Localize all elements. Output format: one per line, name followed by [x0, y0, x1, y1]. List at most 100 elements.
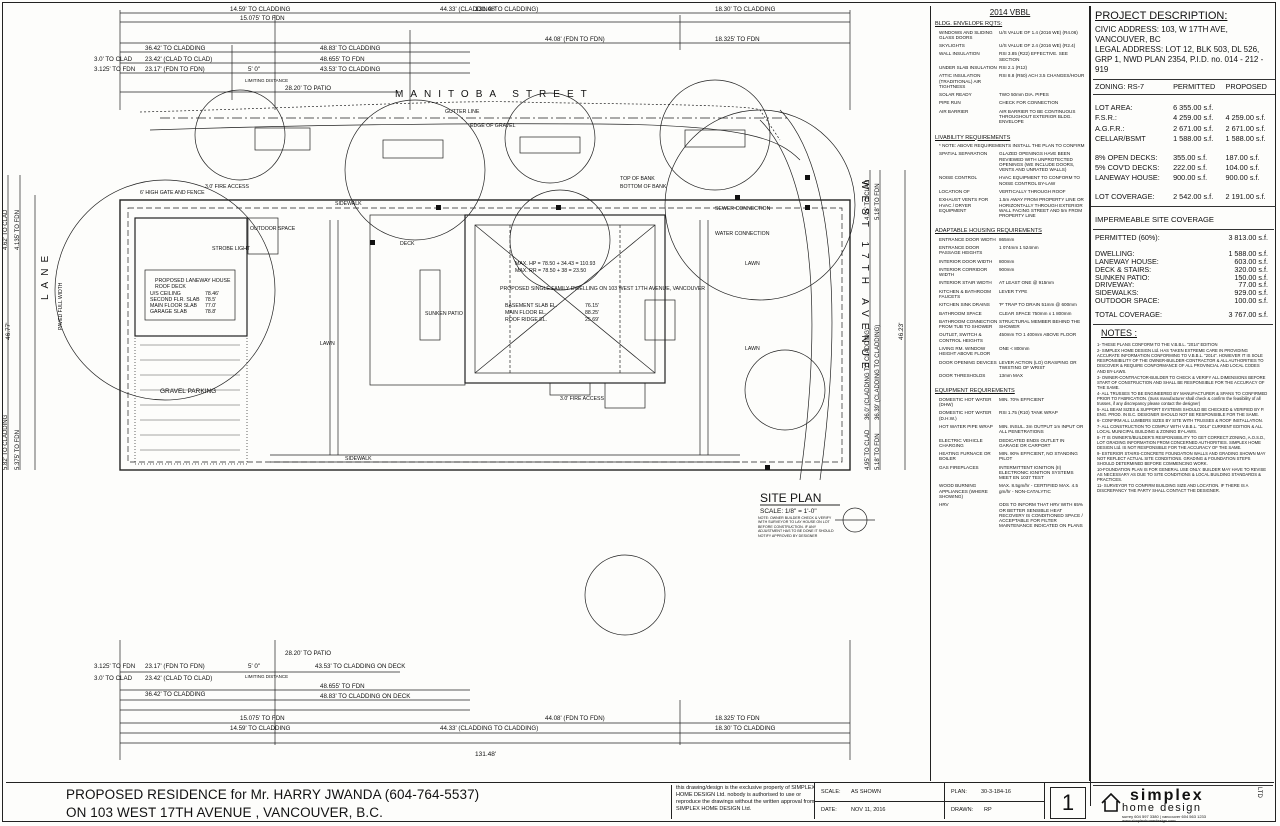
- scale-label: SCALE:: [821, 789, 841, 795]
- list-item: DWELLING:1 588.00 s.f.: [1095, 248, 1268, 258]
- lw-item-1: U/S CEILING: [150, 291, 181, 297]
- paved-label: PAVED FULL WIDTH: [58, 282, 64, 330]
- vbbl-equipment-title: EQUIPMENT REQUIREMENTS: [935, 388, 1015, 395]
- limiting-distance-top: LIMITING DISTANCE: [245, 78, 288, 83]
- dim-bot-18fdn: 18.325' TO FDN: [715, 715, 760, 722]
- top-bank-label: TOP OF BANK: [620, 176, 655, 182]
- brand-ltd: LTD: [1256, 787, 1262, 798]
- date-value: NOV 11, 2016: [851, 807, 886, 813]
- table-row: F.S.R.:4 259.00 s.f.4 259.00 s.f.: [1095, 113, 1266, 123]
- list-item: DRIVEWAY:77.00 s.f.: [1095, 280, 1268, 290]
- sidewalk-label-1: SIDEWALK: [335, 201, 362, 207]
- proposed-header: PROPOSED: [1223, 78, 1275, 96]
- dim-bot-48deck: 48.83' TO CLADDING ON DECK: [320, 693, 411, 700]
- impermeable-section: IMPERMEABLE SITE COVERAGE PERMITTED (60%…: [1091, 206, 1276, 319]
- civic-address: CIVIC ADDRESS: 103, W 17TH AVE, VANCOUVE…: [1095, 24, 1228, 44]
- water-label: WATER CONNECTION: [715, 231, 770, 237]
- street-west-17th: WEST 17TH AVENUE: [859, 180, 870, 375]
- edge-gravel-label: EDGE OF GRAVEL: [470, 123, 516, 129]
- plan-label: PLAN:: [951, 789, 967, 795]
- company-logo: simplex LTD home design surrey 604 597 3…: [1096, 785, 1276, 823]
- max-rr: MAX. RR = 78.50 + 38 = 23.50: [515, 268, 586, 274]
- brand-contacts: surrey 604 597 3380 | vancouver 604 563 …: [1122, 814, 1206, 819]
- lawn-label-1: LAWN: [320, 341, 335, 347]
- drawing-title: PROPOSED RESIDENCE for Mr. HARRY JWANDA …: [66, 786, 479, 822]
- note-item: 2- SIMPLEX HOME DESIGN Ltd. HAS TAKEN EX…: [1097, 348, 1264, 374]
- dim-top-total: 131.48': [475, 6, 496, 13]
- dim-left-total: 46.77': [5, 322, 12, 340]
- copyright-note: this drawing/design is the exclusive pro…: [671, 785, 816, 819]
- dim-top-cladding-mid: 44.33' (CLADDING TO CLADDING): [440, 6, 538, 13]
- dim-bot-48fdn: 48.655' TO FDN: [320, 683, 365, 690]
- title-line-1: PROPOSED RESIDENCE for Mr. HARRY JWANDA …: [66, 787, 480, 802]
- table-row: LOT COVERAGE:2 542.00 s.f.2 191.00 s.f.: [1095, 191, 1266, 201]
- dim-top-3fdn: 3.125' TO FDN: [94, 66, 135, 73]
- dim-bot-43: 43.53' TO CLADDING ON DECK: [315, 663, 406, 670]
- dim-right-total: 46.23': [898, 322, 905, 340]
- roof-ridge-label: ROOF RIDGE EL.: [505, 317, 547, 323]
- dim-top-48: 48.83' TO CLADDING: [320, 45, 381, 52]
- dim-bot-44fdn: 44.08' (FDN TO FDN): [545, 715, 605, 722]
- project-title: PROJECT DESCRIPTION:: [1095, 10, 1228, 22]
- max-hp: MAX. HP = 78.50 + 34.43 = 110.93: [515, 261, 596, 267]
- dim-top-23clad: 23.42' (CLAD TO CLAD): [145, 56, 212, 63]
- dim-left-fdn: 4.135' TO FDN: [15, 210, 21, 250]
- dim-bot-5ft: 5' 0": [248, 663, 260, 670]
- note-item: 10-FOUNDATION PLAN IS FOR GENERAL USE ON…: [1097, 467, 1267, 483]
- dim-top-cladding-left: 14.59' TO CLADDING: [230, 6, 291, 13]
- high-gate-label: 6' HIGH GATE AND FENCE: [140, 190, 205, 196]
- title-block: PROPOSED RESIDENCE for Mr. HARRY JWANDA …: [6, 782, 1276, 823]
- list-item: SUNKEN PATIO:150.00 s.f.: [1095, 272, 1268, 282]
- dim-top-5ft: 5' 0": [248, 66, 260, 73]
- vbbl-row: WOOD BURNING APPLIANCES (WHERE SHOWING)M…: [939, 483, 1079, 500]
- dim-top-3clad: 3.0' TO CLAD: [94, 56, 133, 63]
- drawn-label: DRAWN:: [951, 807, 974, 813]
- dim-right-fdn-bot: 5.18' TO FDN: [875, 433, 881, 470]
- zoning-table: ZONING: RS-7 PERMITTED PROPOSED LOT AREA…: [1093, 78, 1275, 203]
- dim-bot-23clad: 23.42' (CLAD TO CLAD): [145, 675, 212, 682]
- note-item: 7- ALL CONSTRUCTION TO COMPLY WITH V.B.B…: [1097, 423, 1263, 434]
- note-item: 5- ALL BEAM SIZES & SUPPORT SYSTEMS SHOU…: [1097, 406, 1265, 417]
- fire-label-2: 3.0' FIRE ACCESS: [560, 396, 604, 402]
- dim-bot-44clad: 44.33' (CLADDING TO CLADDING): [440, 725, 538, 732]
- impermeable-permitted: PERMITTED (60%):3 813.00 s.f.: [1095, 232, 1268, 242]
- date-label: DATE:: [821, 807, 837, 813]
- dim-right-3639: 36.39' (CLADDING TO CLADDING): [875, 325, 881, 420]
- sunken-label: SUNKEN PATIO: [425, 311, 463, 317]
- deck-label: DECK: [400, 241, 415, 247]
- main-floor-el: 88.25': [585, 310, 599, 316]
- dim-top-36: 36.42' TO CLADDING: [145, 45, 206, 52]
- dim-bot-18clad: 18.30' TO CLADDING: [715, 725, 776, 732]
- dim-top-fdn-right: 18.325' TO FDN: [715, 36, 760, 43]
- basement-el: 76.15': [585, 303, 599, 309]
- sewer-label: SEWER CONNECTION: [715, 206, 771, 212]
- fire-label-1: 3.0' FIRE ACCESS: [205, 184, 249, 190]
- lane-label: LANE: [40, 250, 51, 300]
- list-item: DECK & STAIRS:320.00 s.f.: [1095, 264, 1268, 274]
- vbbl-livability-note: * NOTE: ABOVE REQUIREMENTS INSTALL THE P…: [939, 142, 1085, 148]
- dim-top-23fdn: 23.17' (FDN TO FDN): [145, 66, 205, 73]
- dim-bot-total: 131.48': [475, 751, 496, 758]
- brand-name: simplex: [1130, 787, 1204, 804]
- vbbl-row: ATTIC INSULATION (TRADITIONAL) AIR TIGHT…: [939, 73, 1085, 89]
- vbbl-envelope-title: BLDG. ENVELOPE RQTS:: [935, 21, 1003, 28]
